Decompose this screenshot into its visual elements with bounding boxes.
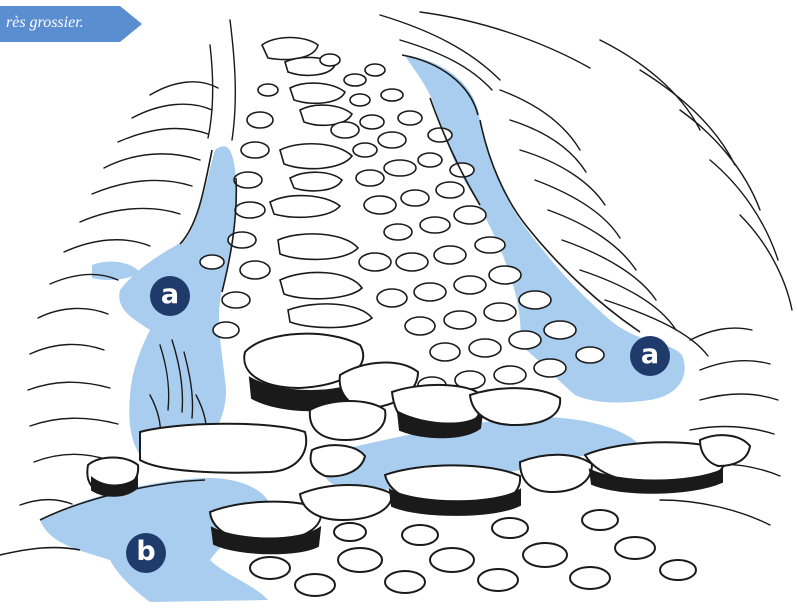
caption-tag: rès grossier. bbox=[0, 6, 142, 42]
label-b-outlet: b bbox=[126, 533, 166, 573]
caption-text: rès grossier. bbox=[6, 14, 84, 32]
label-a-right-ditch: a bbox=[630, 336, 670, 376]
label-a-left-ditch: a bbox=[150, 276, 190, 316]
